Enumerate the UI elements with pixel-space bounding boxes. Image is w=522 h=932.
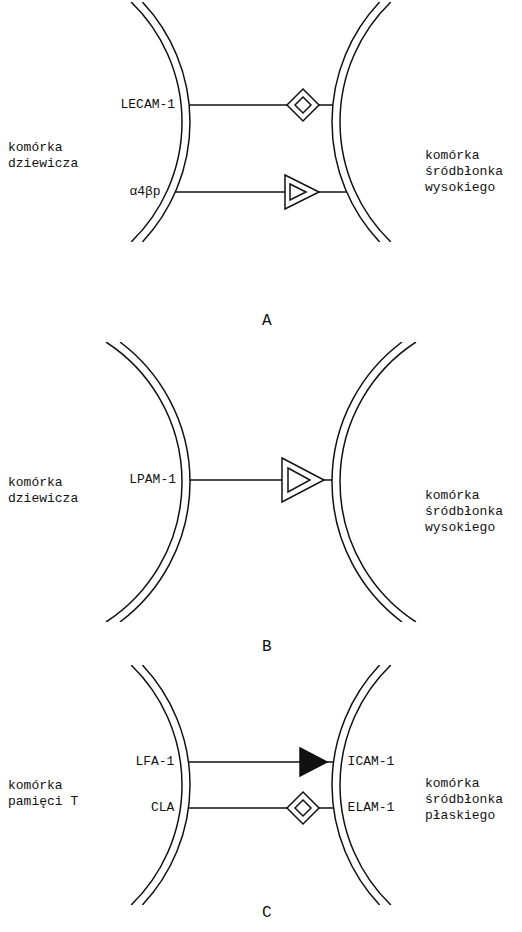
cell-membrane	[330, 342, 522, 622]
cell-membrane	[0, 2, 192, 242]
membrane-line	[332, 2, 380, 242]
cell: komórka dziewicza	[0, 2, 192, 242]
cell: komórka śródbłonka wysokiego	[330, 342, 522, 622]
receptor-triangle-inner	[288, 468, 310, 492]
molecule-label: LFA-1	[134, 754, 175, 770]
receptor-diamond	[287, 89, 319, 121]
molecule-label: LPAM-1	[128, 472, 177, 488]
adhesion-line	[175, 191, 346, 193]
cell: komórka śródbłonka płaskiego	[330, 665, 522, 905]
membrane-line	[340, 665, 391, 905]
panel-letter: B	[262, 638, 272, 656]
cell-label: komórka dziewicza	[8, 475, 86, 507]
cell: komórka pamięci T	[0, 665, 192, 905]
molecule-label: LECAM-1	[120, 97, 177, 113]
membrane-line	[131, 665, 182, 905]
cell-label: komórka dziewicza	[8, 140, 86, 172]
receptor-triangle-inner	[290, 184, 306, 200]
membrane-line	[120, 342, 190, 622]
membrane-line	[142, 2, 190, 242]
cell-label: komórka śródbłonka płaskiego	[425, 776, 513, 824]
receptor-triangle	[285, 175, 319, 209]
molecule-label: CLA	[150, 800, 175, 816]
membrane-line	[142, 665, 190, 905]
membrane-line	[131, 2, 182, 242]
receptor-triangle	[282, 458, 324, 502]
receptor-diamond-inner	[295, 800, 311, 816]
receptor-diamond	[287, 792, 319, 824]
cell-label: komórka śródbłonka wysokiego	[425, 488, 513, 536]
receptor-diamond-inner	[295, 97, 311, 113]
molecule-label: α4βp	[128, 184, 161, 200]
panel-letter: A	[262, 312, 272, 330]
membrane-line	[340, 342, 416, 622]
membrane-line	[332, 342, 402, 622]
panel-letter: C	[262, 904, 272, 922]
ligand-label: ELAM-1	[348, 800, 395, 816]
cell-label: komórka pamięci T	[8, 778, 86, 810]
membrane-line	[106, 342, 182, 622]
membrane-line	[340, 2, 391, 242]
ligand-label: ICAM-1	[348, 754, 395, 770]
cell: komórka śródbłonka wysokiego	[330, 2, 522, 242]
cell-membrane	[330, 2, 522, 242]
cell-label: komórka śródbłonka wysokiego	[425, 148, 513, 196]
receptor-triangle-filled	[300, 748, 327, 776]
membrane-line	[332, 665, 380, 905]
